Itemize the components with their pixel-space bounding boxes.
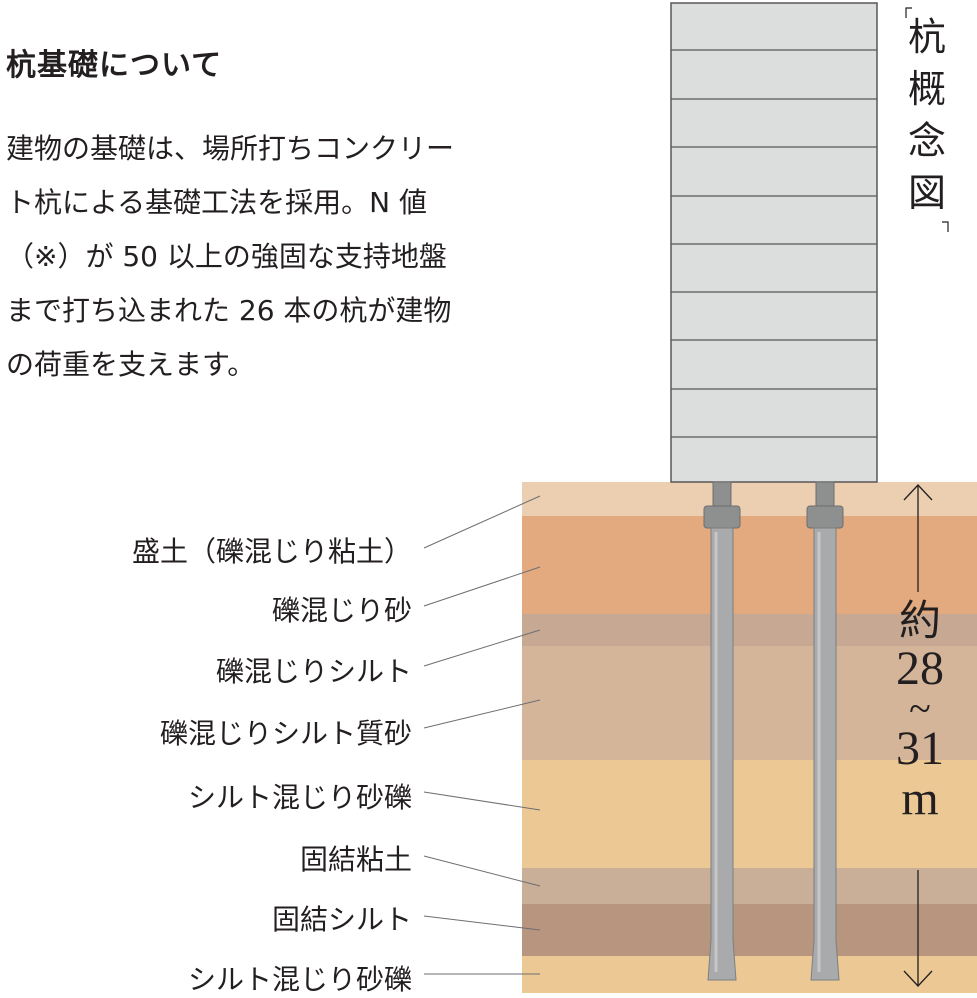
pile-shaft [810, 527, 840, 981]
soil-layer-fill-gravelly-sand [522, 516, 977, 614]
description-line: 建物の基礎は、場所打ちコンクリー [6, 132, 455, 165]
pile-right [806, 481, 844, 981]
depth-arrow [903, 484, 933, 987]
depth-label: 約 28 ~ 31 m [870, 600, 970, 824]
pile-left [703, 481, 741, 981]
description-text: 建物の基礎は、場所打ちコンクリー ト杭による基礎工法を採用。N 値 （※）が 5… [6, 122, 566, 392]
description-line: まで打ち込まれた 26 本の杭が建物 [6, 294, 452, 327]
soil-label: 礫混じりシルト質砂 [159, 717, 412, 750]
depth-prefix: 約 [898, 599, 941, 645]
description-line: ト杭による基礎工法を採用。N 値 [6, 186, 428, 219]
leader-line [423, 791, 541, 811]
soil-label: 固結シルト [271, 903, 412, 936]
soil-label: 礫混じりシルト [215, 655, 412, 688]
diagram-title: 杭 概 念 図 [905, 7, 949, 232]
building [670, 2, 878, 483]
pile-shaft [707, 527, 737, 981]
leader-lines [423, 495, 541, 975]
building-body [670, 2, 878, 483]
soil-label: 盛土（礫混じり粘土） [131, 535, 412, 568]
building-floor-lines [671, 49, 877, 438]
depth-tilde: ~ [909, 686, 931, 731]
leader-line [423, 699, 541, 729]
soil-layer-fill-silty-gravel-bottom [522, 956, 977, 993]
pile-neck [712, 481, 732, 509]
description-line: の荷重を支えます。 [6, 348, 256, 381]
soil-layer-fill-silty-gravel [522, 760, 977, 868]
pile-cap [703, 505, 741, 529]
soil-layer-fill-gravelly-silt [522, 614, 977, 646]
leader-line [423, 495, 541, 549]
soil-label: 固結粘土 [299, 843, 412, 876]
soil-layer-fill-hard-clay [522, 868, 977, 904]
diagram-title-char: 図 [908, 171, 946, 215]
soil-label: シルト混じり砂礫 [187, 781, 412, 814]
page-title: 杭基礎について [6, 49, 223, 82]
description-line: （※）が 50 以上の強固な支持地盤 [6, 240, 447, 273]
soil-layer-fill-gravelly-silty-sand [522, 646, 977, 760]
diagram-title-char: 念 [908, 119, 946, 163]
pile-cap [806, 505, 844, 529]
soil-label: 礫混じり砂 [271, 594, 412, 627]
leader-line [423, 566, 541, 607]
leader-line [423, 629, 541, 667]
leader-line [423, 915, 541, 931]
pile-neck [815, 481, 835, 509]
soil-layer-fill-surface [522, 482, 977, 516]
soil-layer-fill-hard-silt [522, 904, 977, 956]
leader-line [423, 855, 541, 887]
depth-unit: m [901, 772, 939, 825]
soil-label: シルト混じり砂礫 [187, 963, 412, 996]
diagram-title-char: 概 [908, 67, 946, 111]
depth-from: 28 [896, 642, 944, 695]
depth-to: 31 [896, 722, 944, 775]
diagram-title-char: 杭 [908, 15, 946, 59]
